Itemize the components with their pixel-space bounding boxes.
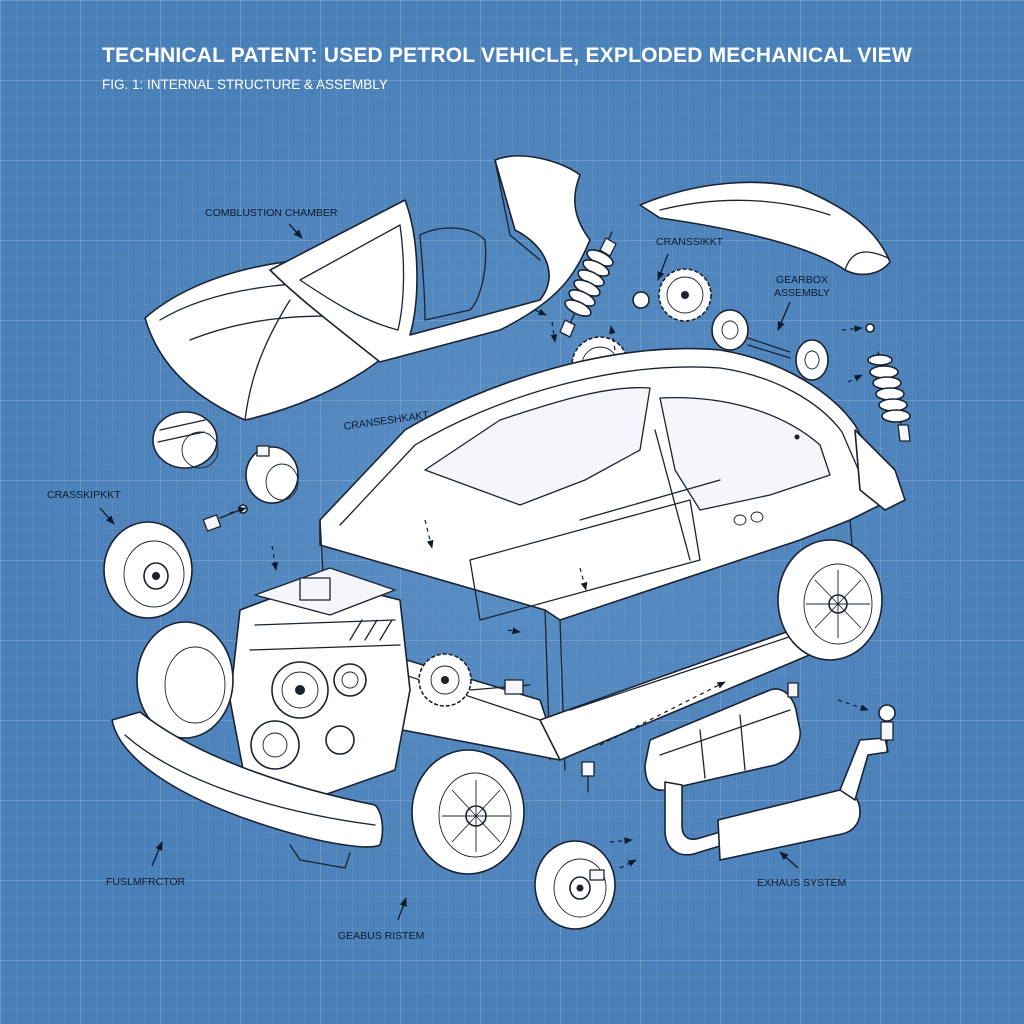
label-combustion-chamber: COMBLUSTION CHAMBER	[205, 207, 338, 219]
label-gearbox-line1: GEARBOX	[775, 274, 828, 286]
spark-plug-part	[202, 504, 248, 532]
label-gearbus-system: GEABUS RISTEM	[338, 930, 425, 942]
side-body-panel	[269, 155, 591, 363]
label-crankshaft-left: CRASSKIPKKT	[47, 489, 121, 501]
seal-ring-part	[245, 445, 299, 504]
coil-spring-upper	[559, 231, 617, 338]
sensor-part	[878, 704, 896, 753]
rear-wheel	[777, 539, 883, 661]
roof-panel	[639, 181, 891, 276]
label-fuel-injector: FUSLMFRCTOR	[106, 876, 186, 888]
label-crankshaft-top: CRANSSIKKT	[656, 236, 724, 248]
exhaust-system	[644, 682, 889, 861]
injector-part	[581, 761, 595, 793]
diagram-title: TECHNICAL PATENT: USED PETROL VEHICLE, E…	[102, 44, 912, 67]
piston-part	[152, 411, 219, 469]
diagram-subtitle: FIG. 1: INTERNAL STRUCTURE & ASSEMBLY	[102, 77, 388, 92]
front-bumper	[111, 711, 384, 869]
engine-block	[229, 567, 531, 801]
label-exhaust-system: EXHAUS SYSTEM	[757, 877, 847, 889]
front-right-wheel	[411, 749, 525, 875]
front-left-wheel	[136, 621, 234, 739]
gearbox-shaft	[711, 309, 875, 381]
label-gearbox-line2: ASSEMBLY	[774, 287, 830, 299]
brake-disc-bottom	[534, 840, 616, 930]
brake-disc-left	[103, 521, 193, 619]
explosion-lines	[229, 308, 869, 869]
coil-spring-right	[867, 351, 911, 442]
label-gearbox-assembly: GEARBOX ASSEMBLY	[774, 274, 830, 300]
label-leaders	[99, 223, 799, 921]
